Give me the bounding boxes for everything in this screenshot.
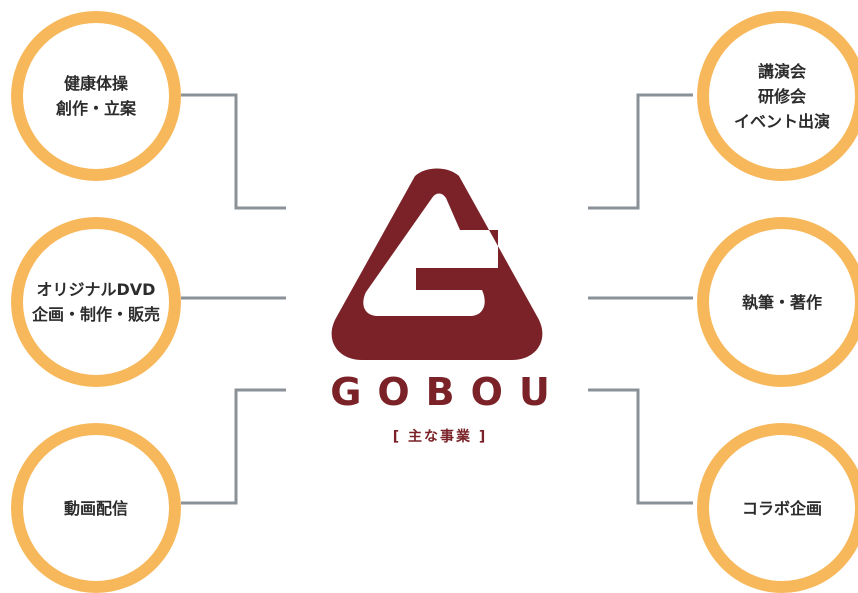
service-label-line: オリジナルDVD <box>36 280 156 299</box>
service-circle-writing: 執筆・著作 <box>697 217 858 387</box>
section-subtitle: [ 主な事業 ] <box>392 429 488 445</box>
service-circle-video-streaming: 動画配信 <box>11 423 181 593</box>
service-circle-collaboration: コラボ企画 <box>697 423 858 593</box>
service-label-line: コラボ企画 <box>741 498 822 518</box>
brand-wordmark: GOBOU <box>330 370 566 414</box>
connector-bottom-right <box>588 388 693 505</box>
service-label-line: 創作・立案 <box>55 99 136 118</box>
service-label-line: 講演会 <box>757 61 806 81</box>
connector-bottom-left <box>181 388 286 505</box>
gobou-logo-icon <box>331 168 543 360</box>
service-label-line: 研修会 <box>757 86 806 106</box>
connector-top-left <box>181 93 286 210</box>
service-label-line: 企画・制作・販売 <box>31 305 160 324</box>
service-circle-original-dvd: オリジナルDVD 企画・制作・販売 <box>11 217 181 387</box>
service-label-line: 執筆・著作 <box>741 292 822 312</box>
service-label-line: 健康体操 <box>63 74 128 93</box>
service-circle-lectures: 講演会 研修会 イベント出演 <box>697 11 858 181</box>
service-label-line: イベント出演 <box>733 111 830 131</box>
service-circle-health-exercise: 健康体操 創作・立案 <box>11 11 181 181</box>
service-label-line: 動画配信 <box>63 498 128 518</box>
connector-top-right <box>588 93 693 210</box>
